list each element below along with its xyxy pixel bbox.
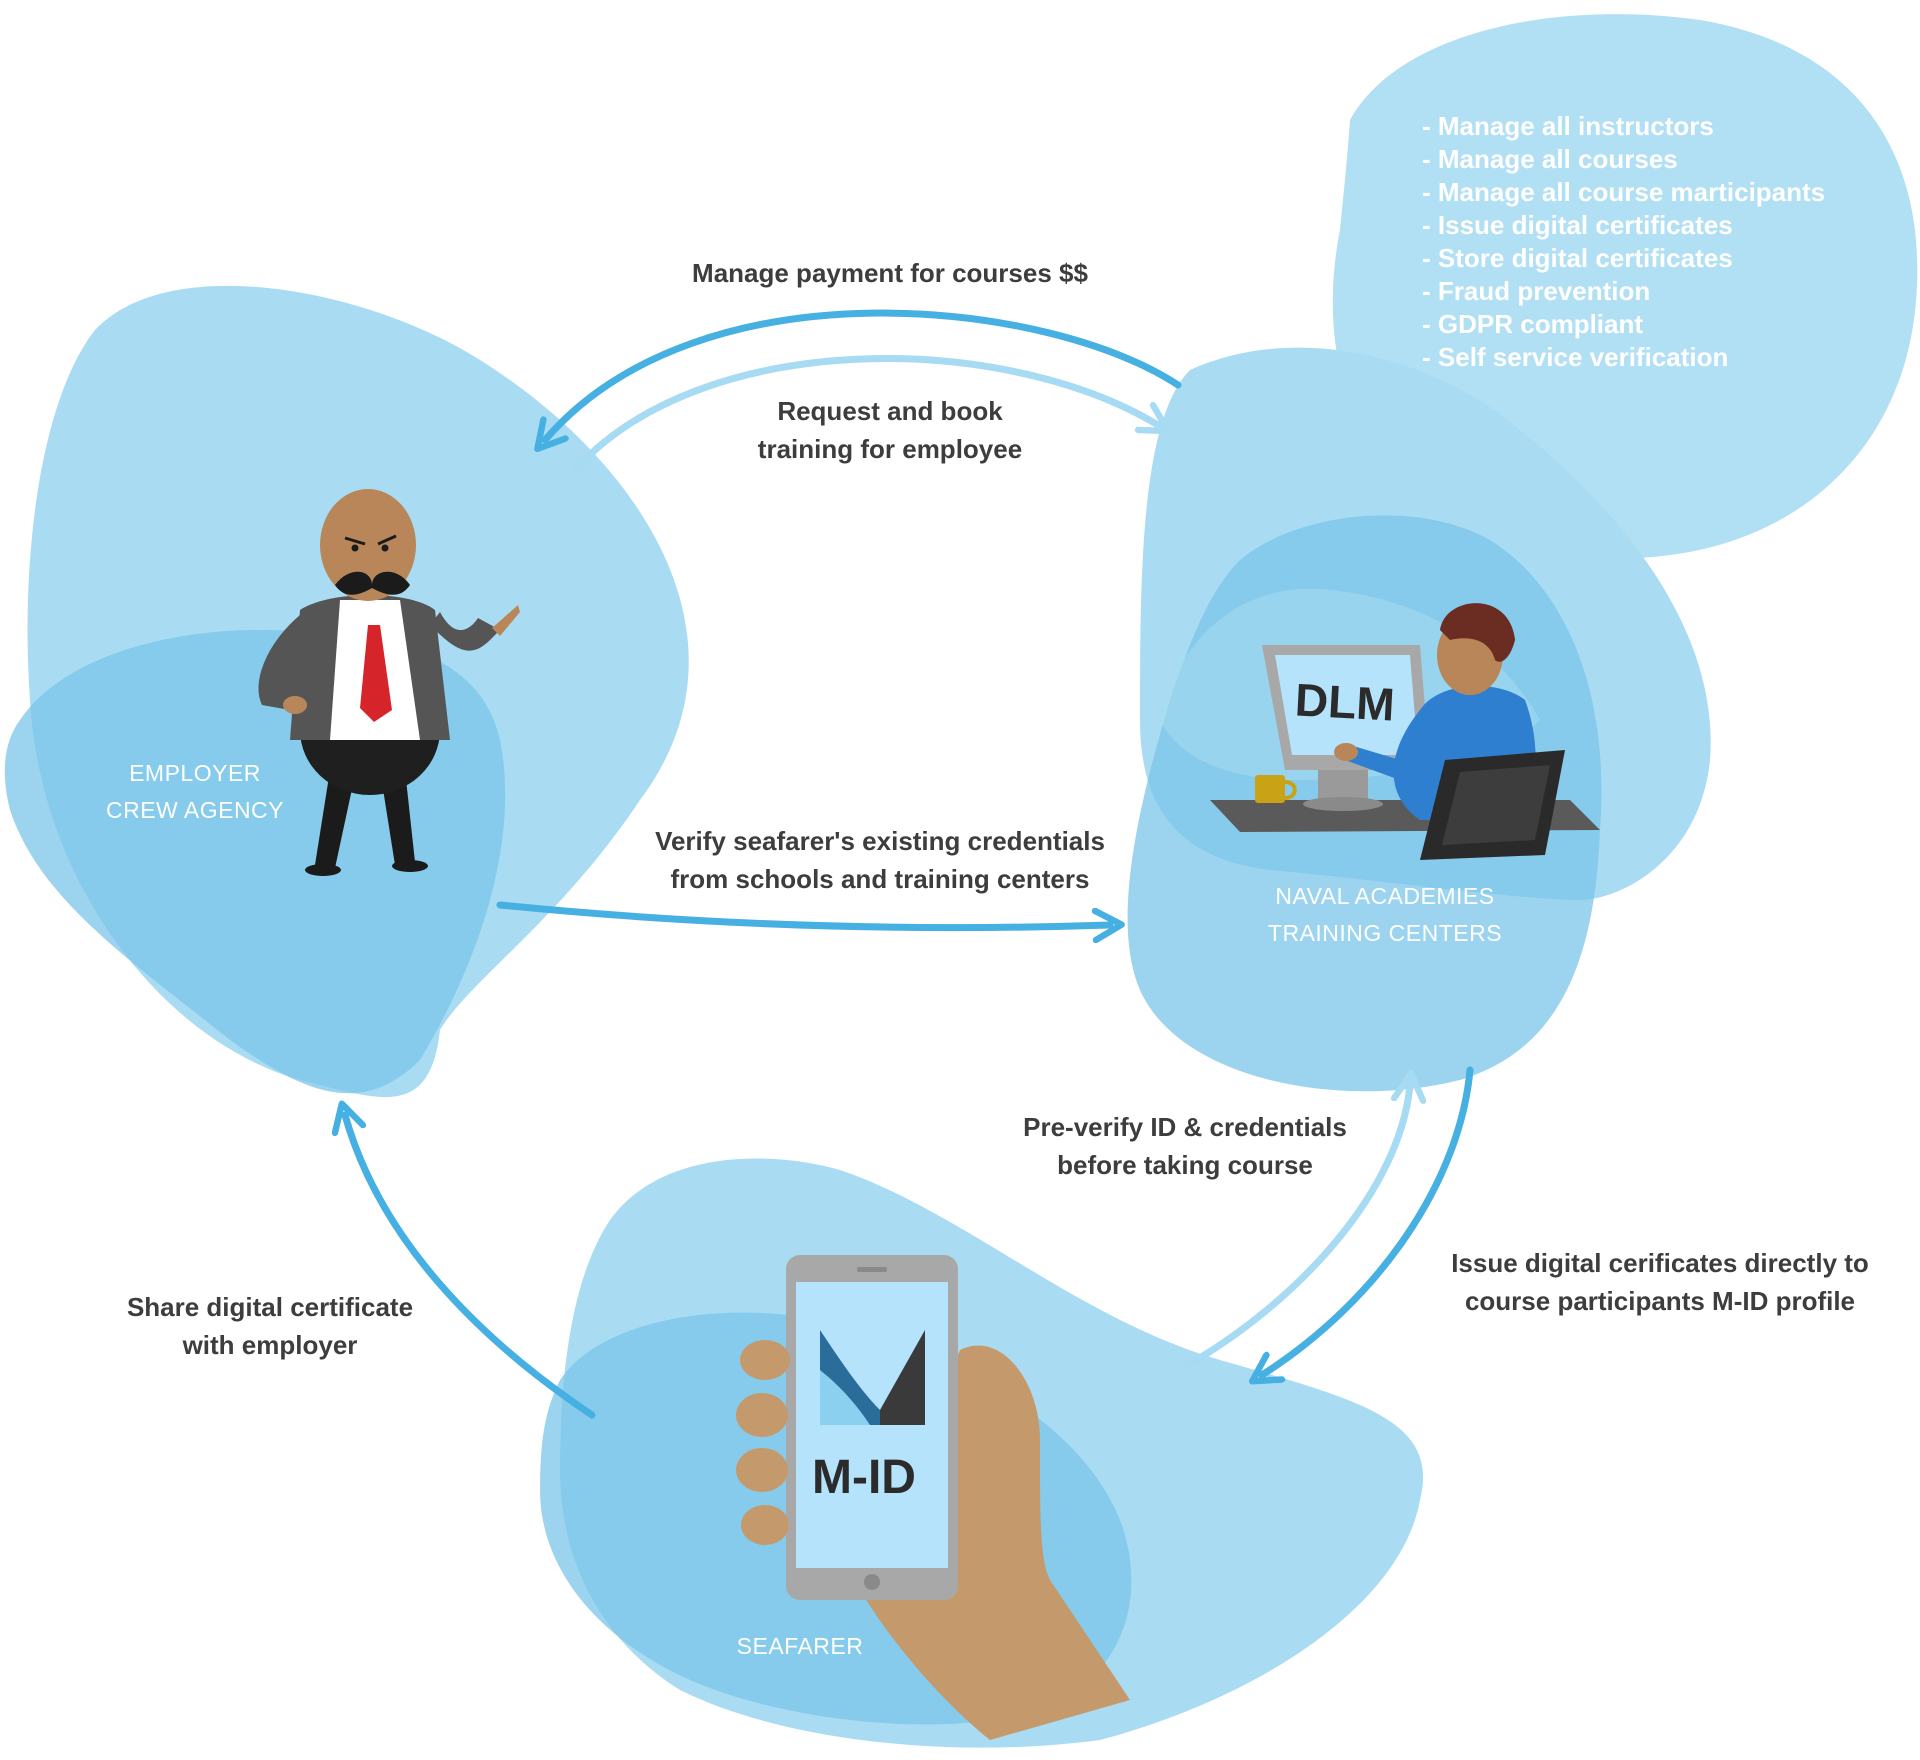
seafarer-figure <box>736 1255 1130 1740</box>
features-list: Manage all instructors Manage all course… <box>1422 110 1825 374</box>
feature-item: Store digital certificates <box>1422 242 1825 275</box>
employer-figure <box>258 489 520 876</box>
share-flow-line-1: Share digital certificate <box>126 1292 414 1322</box>
request-flow-line-1: Request and book <box>777 396 1003 426</box>
feature-item: Manage all courses <box>1422 143 1825 176</box>
phone-screen-text: M-ID <box>812 1451 916 1504</box>
monitor-screen-text: DLM <box>1293 673 1396 731</box>
verify-flow-label: Verify seafarer's existing credentials f… <box>600 822 1160 898</box>
issue-arrow <box>1262 1066 1474 1375</box>
feature-item: Manage all instructors <box>1422 110 1825 143</box>
feature-item: Self service verification <box>1422 341 1825 374</box>
feature-item: Manage all course marticipants <box>1422 176 1825 209</box>
verify-arrow <box>496 901 1110 928</box>
payment-arrow <box>545 309 1182 440</box>
verify-flow-line-2: from schools and training centers <box>670 864 1090 894</box>
preverify-flow-label: Pre-verify ID & credentials before takin… <box>985 1108 1385 1184</box>
request-flow-label: Request and book training for employee <box>680 392 1100 468</box>
issue-flow-line-1: Issue digital cerificates directly to <box>1451 1248 1869 1278</box>
seafarer-label: SEAFARER <box>720 1628 880 1665</box>
seafarer-label-line-1: SEAFARER <box>736 1633 864 1659</box>
academies-label: NAVAL ACADEMIES TRAINING CENTERS <box>1245 878 1525 952</box>
payment-flow-label: Manage payment for courses $$ <box>620 254 1160 292</box>
employer-label: EMPLOYER CREW AGENCY <box>100 755 290 829</box>
feature-item: Issue digital certificates <box>1422 209 1825 242</box>
employer-label-line-1: EMPLOYER <box>129 760 261 786</box>
share-arrow <box>345 1115 596 1419</box>
issue-flow-label: Issue digital cerificates directly to co… <box>1400 1244 1920 1320</box>
payment-flow-line-1: Manage payment for courses $$ <box>692 258 1088 288</box>
preverify-flow-line-2: before taking course <box>1057 1150 1313 1180</box>
request-arrow <box>571 355 1158 474</box>
academies-label-line-1: NAVAL ACADEMIES <box>1275 883 1495 909</box>
verify-flow-line-1: Verify seafarer's existing credentials <box>655 826 1105 856</box>
request-flow-line-2: training for employee <box>757 434 1023 464</box>
academies-figure <box>1210 603 1600 860</box>
share-flow-line-2: with employer <box>182 1330 358 1360</box>
share-flow-label: Share digital certificate with employer <box>90 1288 450 1364</box>
preverify-flow-line-1: Pre-verify ID & credentials <box>1023 1112 1347 1142</box>
preverify-arrow <box>1184 1085 1410 1369</box>
issue-flow-line-2: course participants M-ID profile <box>1464 1286 1856 1316</box>
feature-item: Fraud prevention <box>1422 275 1825 308</box>
academies-label-line-2: TRAINING CENTERS <box>1267 920 1503 946</box>
feature-item: GDPR compliant <box>1422 308 1825 341</box>
employer-label-line-2: CREW AGENCY <box>105 797 285 823</box>
